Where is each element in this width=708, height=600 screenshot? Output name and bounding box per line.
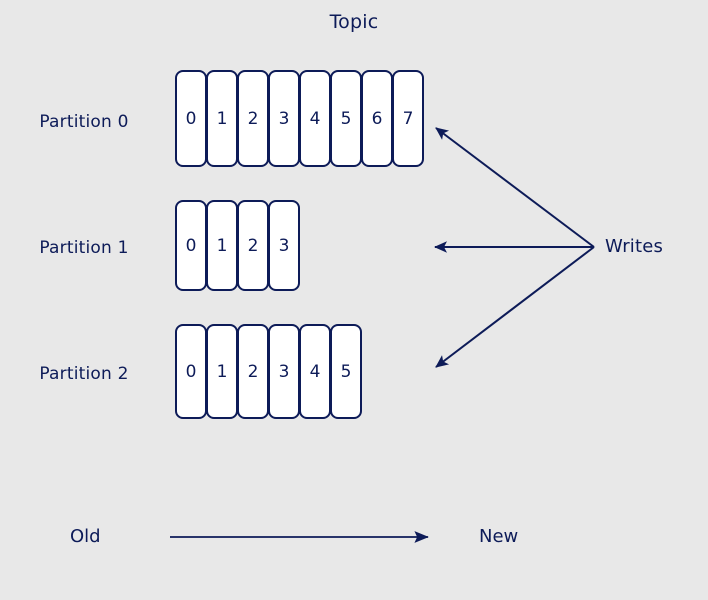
- page-title: Topic: [329, 11, 379, 33]
- partition-cell: 3: [268, 324, 300, 419]
- partition-label-0: Partition 0: [39, 112, 129, 132]
- partition-label-1: Partition 1: [39, 238, 129, 258]
- partition-cell: 2: [237, 324, 269, 419]
- writes-arrow-partition-0: [435, 127, 595, 248]
- partition-cell: 1: [206, 324, 238, 419]
- partition-cell: 1: [206, 70, 238, 167]
- partition-cell: 3: [268, 200, 300, 291]
- partition-cell: 0: [175, 200, 207, 291]
- partition-cell: 5: [330, 70, 362, 167]
- partition-cell: 6: [361, 70, 393, 167]
- partition-row-2: 0 1 2 3 4 5: [175, 324, 362, 419]
- partition-cell: 0: [175, 70, 207, 167]
- partition-cell: 4: [299, 324, 331, 419]
- partition-row-0: 0 1 2 3 4 5 6 7: [175, 70, 424, 167]
- partition-cell: 4: [299, 70, 331, 167]
- writes-arrow-partition-2: [435, 246, 595, 368]
- writes-label: Writes: [605, 236, 664, 257]
- timeline-new-label: New: [479, 526, 519, 547]
- partition-cell: 3: [268, 70, 300, 167]
- timeline-old-label: Old: [70, 526, 101, 547]
- partition-cell: 2: [237, 200, 269, 291]
- partition-cell: 7: [392, 70, 424, 167]
- partition-cell: 1: [206, 200, 238, 291]
- partition-cell: 5: [330, 324, 362, 419]
- partition-cell: 0: [175, 324, 207, 419]
- partition-cell: 2: [237, 70, 269, 167]
- partition-row-1: 0 1 2 3: [175, 200, 300, 291]
- partition-label-2: Partition 2: [39, 364, 129, 384]
